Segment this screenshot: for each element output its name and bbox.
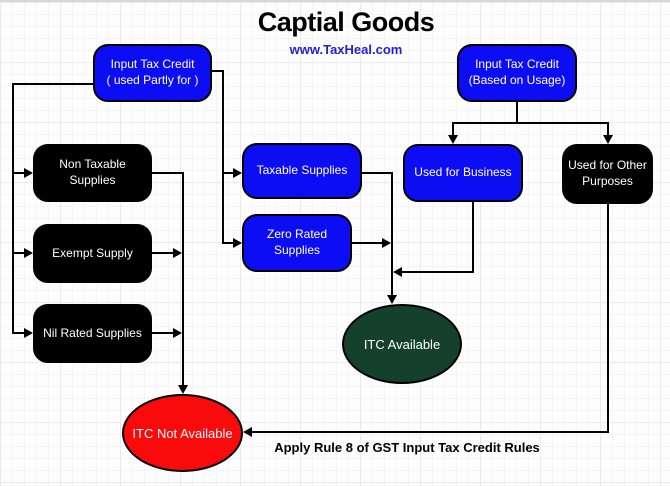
connector-partly-right-vertical	[222, 70, 224, 244]
node-used-for-other-purposes: Used for Other Purposes	[562, 144, 653, 204]
node-itc-available: ITC Available	[342, 304, 462, 384]
node-itc-not-available: ITC Not Available	[122, 394, 243, 472]
connector-non-taxable-out	[152, 172, 184, 174]
node-input-tax-credit-partly: Input Tax Credit ( used Partly for )	[93, 44, 212, 102]
connector-to-zero-rated	[224, 242, 233, 244]
arrowhead-exempt-merge	[173, 248, 182, 258]
connector-to-exempt	[14, 252, 27, 254]
connector-other-drop	[607, 122, 609, 135]
arrowhead-used-other	[603, 135, 613, 144]
node-taxable-supplies: Taxable Supplies	[242, 143, 362, 199]
connector-partly-right-h	[212, 70, 224, 72]
arrowhead-taxable	[233, 168, 242, 178]
arrowhead-itc-not-available-top	[178, 385, 188, 394]
node-zero-rated-supplies: Zero Rated Supplies	[242, 214, 352, 272]
node-non-taxable-supplies: Non Taxable Supplies	[33, 144, 152, 202]
page-title: Captial Goods	[257, 7, 435, 37]
connector-nil-rated-out	[152, 332, 174, 334]
node-nil-rated-supplies: Nil Rated Supplies	[33, 304, 152, 363]
connector-business-bottom-v	[472, 202, 474, 273]
arrowhead-business-merge	[393, 267, 402, 277]
rule-note: Apply Rule 8 of GST Input Tax Credit Rul…	[274, 440, 540, 455]
connector-to-taxable	[224, 172, 233, 174]
connector-other-bottom-h	[252, 431, 609, 433]
connector-business-bottom-h	[402, 271, 474, 273]
connector-available-vertical	[391, 172, 393, 295]
connector-business-drop	[452, 122, 454, 135]
arrowhead-itc-not-available-right	[243, 427, 252, 437]
node-exempt-supply: Exempt Supply	[33, 224, 152, 283]
connector-to-non-taxable	[14, 172, 27, 174]
connector-left-vertical	[12, 83, 14, 334]
node-used-for-business: Used for Business	[403, 144, 523, 202]
connector-zero-rated-out	[352, 242, 383, 244]
arrowhead-nil-rated-merge	[173, 328, 182, 338]
arrowhead-zero-rated	[233, 238, 242, 248]
connector-taxable-out	[362, 172, 392, 174]
connector-partly-left-h	[12, 83, 93, 85]
node-input-tax-credit-usage: Input Tax Credit (Based on Usage)	[457, 44, 577, 102]
connector-mid-vertical	[182, 172, 184, 385]
arrowhead-zero-rated-merge	[382, 238, 391, 248]
arrowhead-non-taxable	[24, 168, 33, 178]
connector-usage-split-h	[452, 122, 608, 124]
connector-other-bottom-v	[607, 204, 609, 433]
arrowhead-itc-available-top	[387, 295, 397, 304]
arrowhead-exempt	[24, 248, 33, 258]
connector-to-nil-rated	[14, 332, 27, 334]
arrowhead-nil-rated	[24, 328, 33, 338]
connector-exempt-out	[152, 252, 174, 254]
arrowhead-used-business	[448, 135, 458, 144]
connector-usage-drop	[516, 102, 518, 124]
website-link[interactable]: www.TaxHeal.com	[289, 42, 403, 57]
